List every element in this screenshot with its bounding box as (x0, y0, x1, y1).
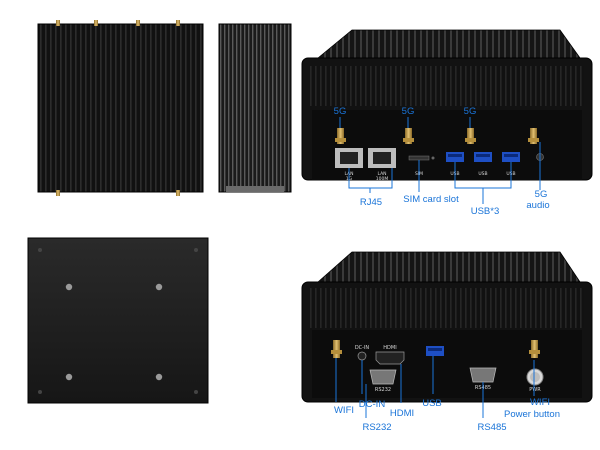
callout-5g-2: 5G (402, 106, 415, 117)
wifi-antenna-icon (531, 340, 538, 358)
rs485-port-icon (469, 367, 497, 383)
rj45-port-icon (335, 148, 396, 168)
callout-audio: audio (526, 200, 549, 211)
lan2-print-line1: LAN (377, 171, 386, 177)
callout-lines-bottom (335, 356, 535, 418)
rs232-port-icon (369, 369, 397, 385)
callout-lines-top (339, 117, 541, 204)
hdmi-print: HDMI (383, 345, 396, 351)
callout-hdmi: HDMI (390, 408, 414, 419)
callout-5g-1: 5G (334, 106, 347, 117)
top-view-image (37, 20, 204, 196)
dc-jack-icon (357, 351, 367, 361)
rear-panel-unit-image: DC-IN HDMI RS232 RS485 PWR (301, 251, 593, 403)
pwr-print: PWR (529, 387, 541, 393)
callout-5g-4: 5G (535, 189, 548, 200)
callout-power-button: Power button (504, 409, 560, 420)
usb2-print: USB (478, 171, 487, 177)
lan2-print-line2: 100M (376, 176, 389, 182)
callout-dc-in: DC-IN (359, 399, 386, 410)
usb-port-icon (446, 152, 520, 162)
front-panel-unit-image: LAN 1G LAN 100M SIM USB USB USB (301, 29, 593, 182)
callout-wifi-right: WIFI (530, 397, 550, 408)
screw-icon (65, 283, 163, 381)
side-view-image (218, 23, 292, 193)
wifi-antenna-icon (333, 340, 340, 358)
hdmi-port-icon (375, 351, 405, 365)
antenna-5g-icon (335, 128, 539, 144)
bottom-view-image (27, 237, 209, 404)
callout-sim-card-slot: SIM card slot (403, 194, 459, 205)
callout-usb: USB (422, 398, 442, 409)
callout-rj45: RJ45 (360, 197, 382, 208)
callout-5g-3: 5G (464, 106, 477, 117)
callout-rs485: RS485 (477, 422, 506, 433)
callout-usb3: USB*3 (471, 206, 500, 217)
rs232-print: RS232 (375, 387, 391, 393)
dc-in-print: DC-IN (355, 345, 370, 351)
antenna-connector-icon (56, 20, 180, 196)
sim-slot-icon (408, 155, 430, 161)
callout-rs232: RS232 (362, 422, 391, 433)
callout-wifi-left: WIFI (334, 405, 354, 416)
